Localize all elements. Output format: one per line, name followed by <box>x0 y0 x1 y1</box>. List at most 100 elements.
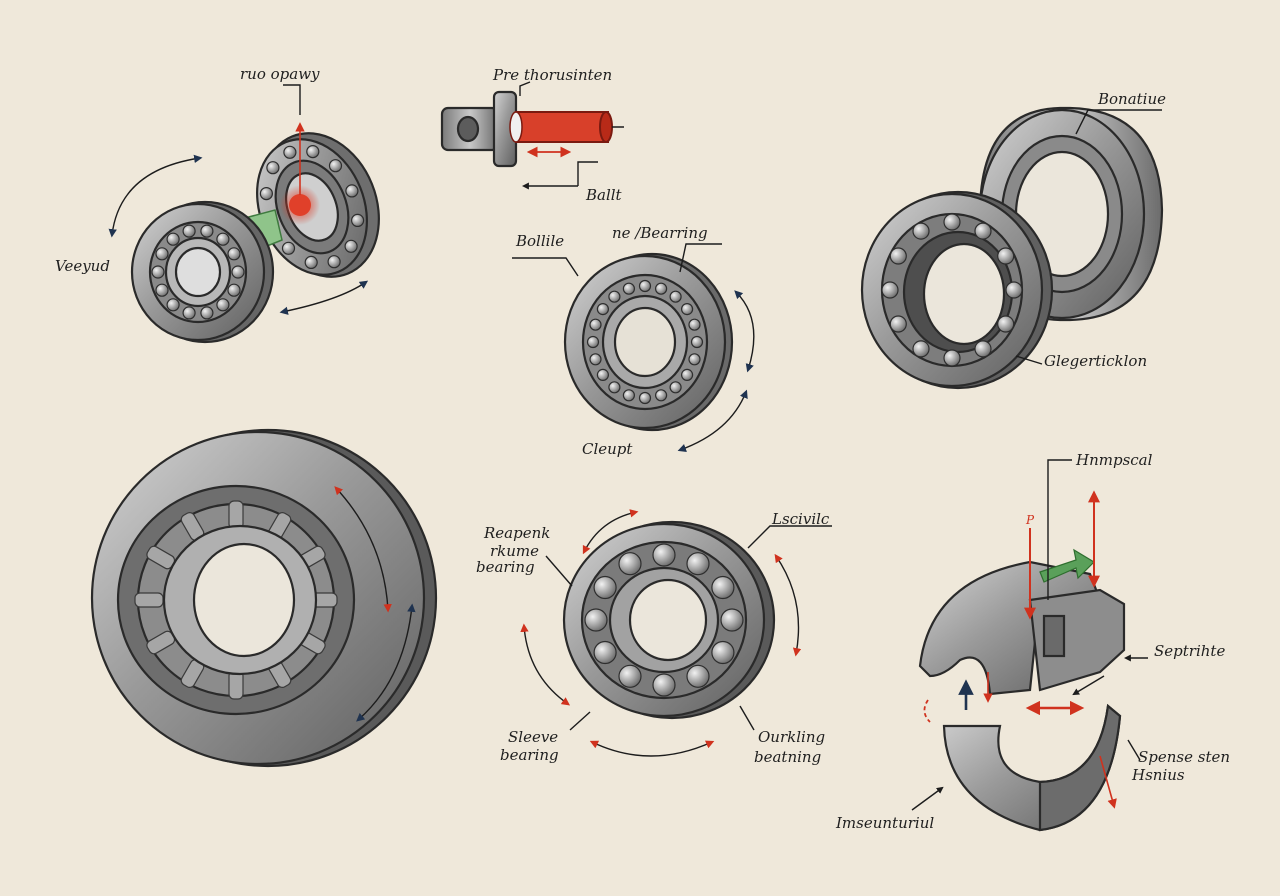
ball <box>182 224 196 238</box>
ball <box>589 353 602 366</box>
red-sleeve <box>515 111 609 143</box>
ball <box>881 281 899 299</box>
center-rotation-arrow-bottom <box>677 389 748 452</box>
ball <box>306 145 320 159</box>
ball <box>711 640 735 665</box>
leader-top-left-title <box>283 84 301 115</box>
label-top-left-title: ruo opawy <box>240 65 320 83</box>
ball <box>688 318 701 331</box>
ball <box>593 640 617 665</box>
ball <box>351 213 365 227</box>
label-split-left: Imseunturiul <box>835 814 934 832</box>
center-rotation-arrow-right <box>734 290 755 373</box>
ball <box>151 265 165 279</box>
ball <box>974 340 992 358</box>
large-roller-bearing <box>90 428 438 768</box>
ball <box>344 239 358 253</box>
label-top-left-side: Veeyud <box>55 257 110 275</box>
ball <box>686 552 710 576</box>
roller <box>134 592 164 608</box>
rotation-arrow-bottom <box>279 280 369 315</box>
ball <box>943 213 961 231</box>
ball <box>669 381 682 394</box>
label-mid-2: rkume <box>490 542 539 560</box>
ball <box>216 232 230 246</box>
ball <box>155 283 169 297</box>
ball <box>912 222 930 240</box>
ball <box>680 368 694 381</box>
ball <box>281 241 296 255</box>
ball <box>912 340 930 358</box>
ball <box>943 349 961 367</box>
label-mid-1: Reapenk <box>483 524 550 542</box>
ball <box>997 315 1015 333</box>
label-top-right-title: Bonatiue <box>1097 90 1166 108</box>
label-center-right: ne /Bearring <box>612 224 708 242</box>
split-bearing: Hnmpscal P Septrihte Spense sten Hsnius … <box>835 451 1230 832</box>
ball <box>638 391 652 405</box>
ball <box>327 255 341 269</box>
ball <box>652 543 676 567</box>
label-split-bottom-1: Spense sten <box>1138 748 1230 766</box>
ball <box>596 303 610 316</box>
ball <box>974 222 992 240</box>
label-split-right: Septrihte <box>1154 642 1225 660</box>
ball <box>166 298 180 312</box>
bearing-pair-top-right: Bonatiue Glegerticklon <box>860 90 1166 390</box>
front-bearing <box>130 200 275 344</box>
label-split-bottom-2: Hsnius <box>1131 766 1185 784</box>
ball <box>328 159 343 173</box>
rotation-arrow-top <box>108 154 203 238</box>
ball <box>618 552 642 576</box>
label-ourkling-2: beatning <box>754 748 821 766</box>
ball <box>608 290 621 303</box>
ball <box>608 381 621 394</box>
label-shaft-ball: Ballt <box>585 186 623 204</box>
label-center-left: Bollile <box>515 232 564 250</box>
ball <box>654 282 668 295</box>
label-mid-right: Lscivilc <box>771 510 830 528</box>
ball <box>155 247 169 261</box>
ball <box>182 306 196 320</box>
ball <box>622 282 636 295</box>
ball <box>266 161 280 175</box>
ball <box>889 315 907 333</box>
ball <box>259 187 273 201</box>
ball <box>166 232 180 246</box>
green-arrow <box>1039 548 1095 583</box>
ball <box>997 247 1015 265</box>
ball <box>200 306 214 320</box>
ball <box>711 575 735 600</box>
ball <box>200 224 214 238</box>
ball <box>216 298 230 312</box>
center-ball-bearing: Bollile ne /Bearring Cleupt <box>512 224 755 458</box>
bottom-center-bearing: Reapenk rkume bearing Lscivilc Sleeve be… <box>476 509 832 766</box>
label-split-p: P <box>1025 513 1035 527</box>
roller <box>228 500 244 530</box>
label-ourkling-1: Ourkling <box>758 728 825 746</box>
label-mid-3: bearing <box>476 558 535 576</box>
ball <box>690 335 704 349</box>
ball <box>304 255 318 269</box>
shaft-assembly: Pre thorusinten Ballt <box>440 66 624 204</box>
ball <box>652 673 676 697</box>
ball <box>283 145 297 159</box>
ball <box>889 247 907 265</box>
ball <box>618 664 642 688</box>
ball <box>720 608 744 632</box>
label-top-right-bottom: Glegerticklon <box>1044 352 1147 370</box>
ball <box>584 608 608 632</box>
ball <box>680 303 694 316</box>
label-sleeve-2: bearing <box>500 746 559 764</box>
ball <box>686 664 710 688</box>
ball <box>231 265 245 279</box>
ball <box>654 389 668 402</box>
roller <box>228 670 244 700</box>
load-point-core <box>289 194 311 216</box>
ball <box>596 368 610 381</box>
large-arrow-red <box>334 486 392 613</box>
ball <box>227 247 241 261</box>
ball <box>345 184 359 198</box>
ball <box>669 290 682 303</box>
